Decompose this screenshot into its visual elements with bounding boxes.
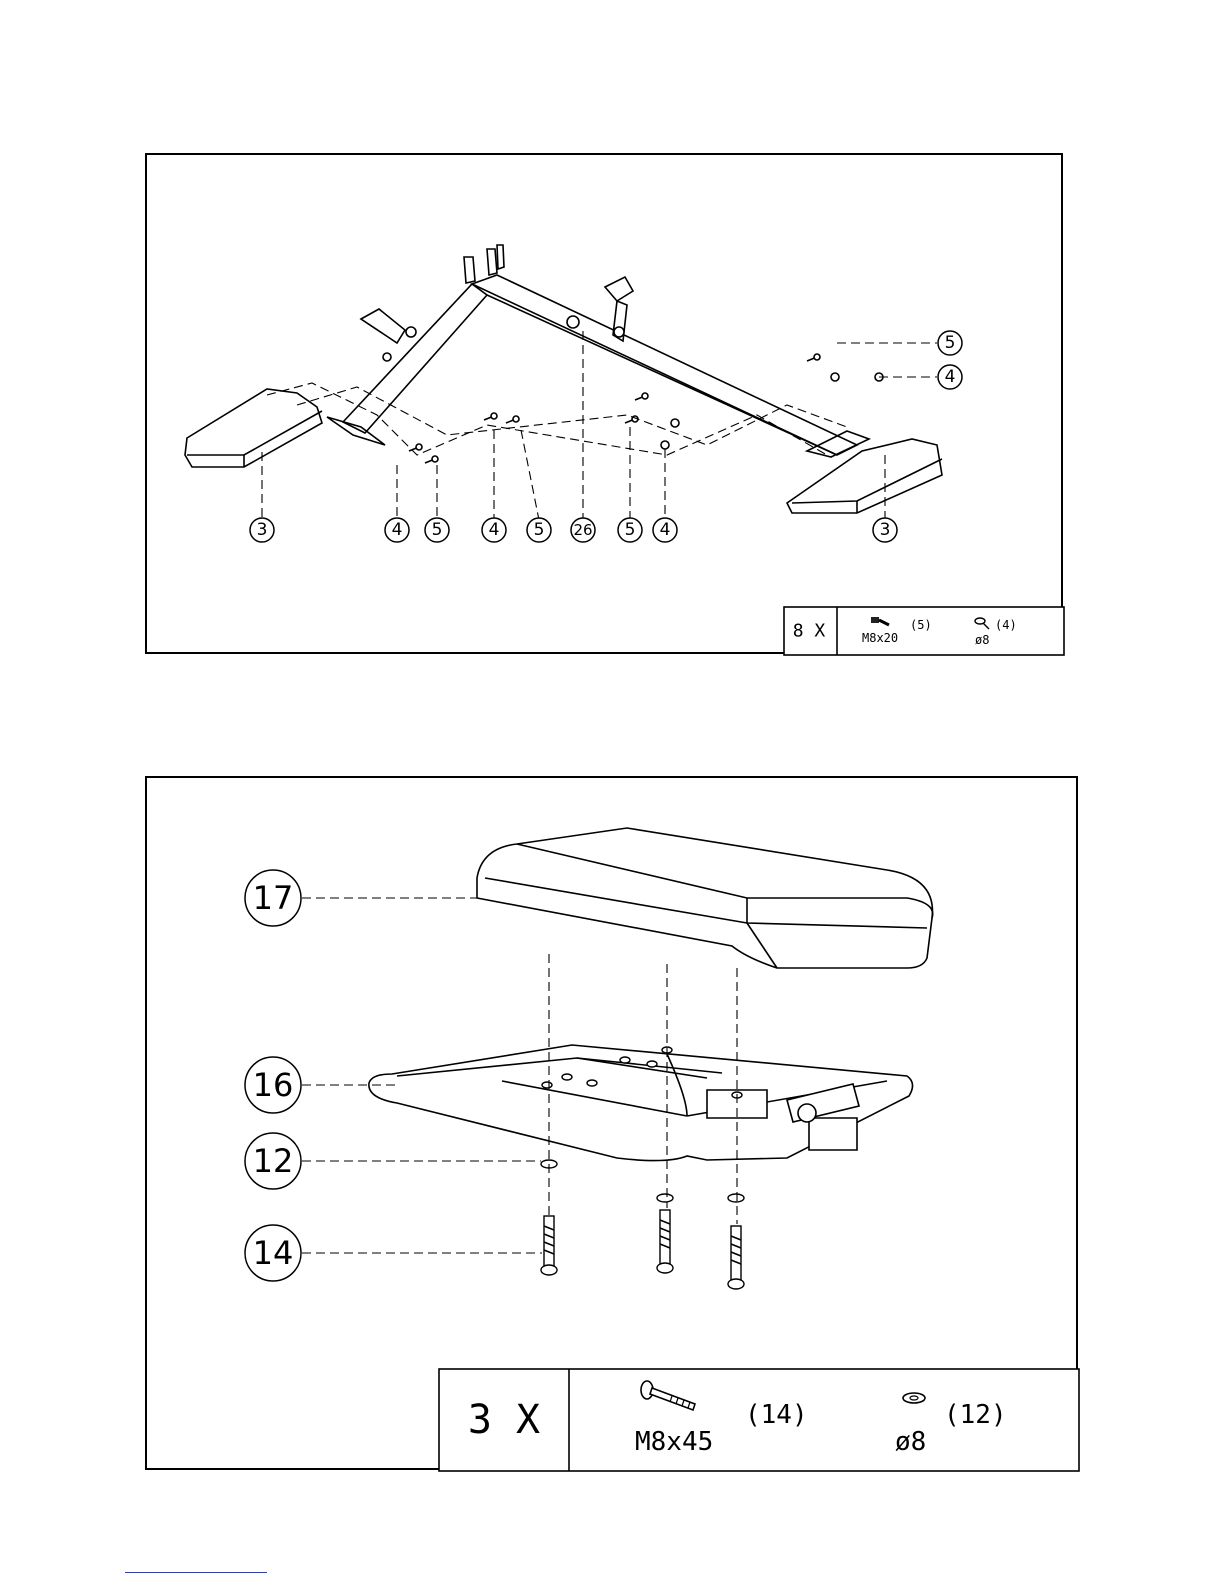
svg-text:ø8: ø8 (895, 1427, 926, 1457)
callout-5-b: 5 (527, 518, 551, 542)
svg-text:M8x20: M8x20 (862, 631, 898, 645)
svg-text:5: 5 (945, 333, 956, 353)
svg-text:(14): (14) (745, 1400, 808, 1430)
svg-text:(12): (12) (944, 1400, 1007, 1430)
callout-4-b: 4 (482, 518, 506, 542)
callout-5-a: 5 (425, 518, 449, 542)
svg-text:5: 5 (625, 520, 636, 540)
bolts-drawing (541, 1210, 744, 1289)
callout-4-top: 4 (938, 365, 962, 389)
callout-12: 12 (245, 1133, 301, 1189)
svg-text:12: 12 (253, 1142, 294, 1180)
svg-text:4: 4 (489, 520, 500, 540)
washers-drawing (541, 1160, 744, 1202)
callout-5-top: 5 (938, 331, 962, 355)
main-frame-drawing (327, 245, 869, 457)
svg-text:M8x45: M8x45 (635, 1427, 713, 1457)
seat-frame-drawing (369, 1045, 913, 1161)
hardware-table-step-1: 8 X M8x20 (5) ø8 (4) (784, 607, 1064, 655)
callout-26: 26 (571, 518, 595, 542)
footer-rule (125, 1572, 267, 1573)
callout-3-right: 3 (873, 518, 897, 542)
svg-text:4: 4 (660, 520, 671, 540)
svg-text:(5): (5) (910, 618, 932, 632)
svg-text:5: 5 (534, 520, 545, 540)
hardware-quantity: 8 X (793, 621, 826, 642)
svg-text:3: 3 (880, 520, 891, 540)
svg-text:17: 17 (253, 879, 294, 917)
callout-4-c: 4 (653, 518, 677, 542)
svg-text:4: 4 (392, 520, 403, 540)
hardware-table-step-2: 3 X M8x45 (14) ø8 (12) (439, 1369, 1079, 1471)
callout-17: 17 (245, 870, 301, 926)
callout-16: 16 (245, 1057, 301, 1113)
svg-text:4: 4 (945, 367, 956, 387)
assembly-step-1-panel: 3 4 5 4 5 26 5 4 3 5 4 8 X (145, 153, 1063, 654)
callout-3-left: 3 (250, 518, 274, 542)
seat-pad-drawing (477, 828, 933, 968)
callout-4-a: 4 (385, 518, 409, 542)
svg-text:26: 26 (573, 521, 592, 539)
washer-icon (903, 1393, 925, 1403)
svg-text:5: 5 (432, 520, 443, 540)
frame-assembly-drawing: 3 4 5 4 5 26 5 4 3 5 4 8 X (147, 155, 1065, 656)
svg-text:ø8: ø8 (975, 633, 989, 647)
svg-text:16: 16 (253, 1066, 294, 1104)
svg-text:14: 14 (253, 1234, 294, 1272)
callout-14: 14 (245, 1225, 301, 1281)
svg-text:(4): (4) (995, 618, 1017, 632)
left-end-cap-drawing (185, 389, 322, 467)
svg-text:3: 3 (257, 520, 268, 540)
callout-5-c: 5 (618, 518, 642, 542)
hardware-quantity: 3 X (468, 1397, 540, 1443)
seat-assembly-drawing: 17 16 12 14 3 X M8x45 (14) ø8 (12) (147, 778, 1080, 1472)
assembly-step-2-panel: 17 16 12 14 3 X M8x45 (14) ø8 (12) (145, 776, 1078, 1470)
